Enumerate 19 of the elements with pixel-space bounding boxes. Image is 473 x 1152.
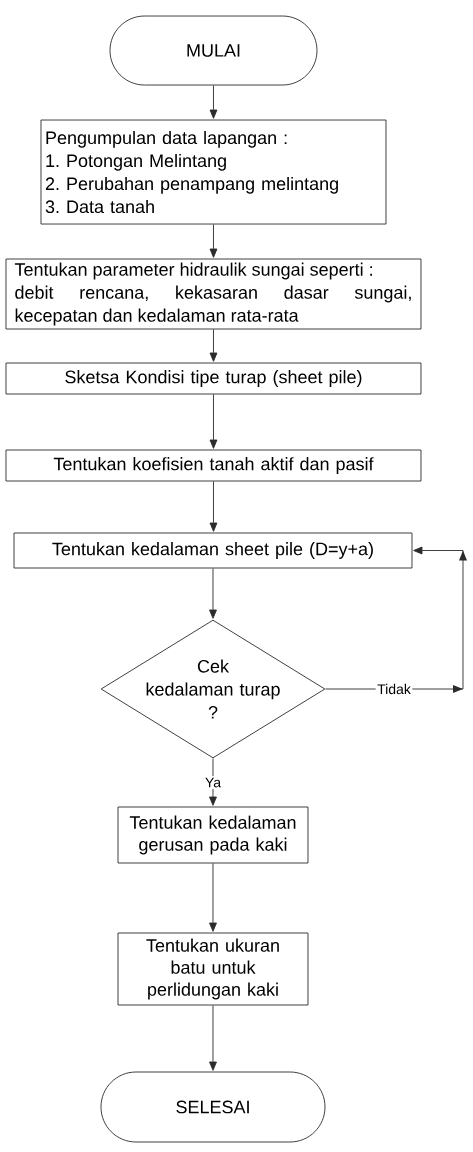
arrow (209, 85, 218, 119)
process-box: Tentukan ukuran batu untuk perlidungan kaki (117, 932, 309, 1006)
arrow (209, 1005, 217, 1071)
edge-label: Tidak (375, 682, 413, 696)
process-box: Pengumpulan data lapangan : 1. Potongan Melintang 2. Perubahan penampang melintang 3. Data tanah (40, 119, 387, 225)
arrow (325, 546, 467, 693)
arrow (209, 568, 217, 619)
arrow (209, 329, 218, 362)
arrow (209, 863, 217, 932)
arrow (209, 481, 218, 532)
process-box: Sketsa Kondisi tipe turap (sheet pile) (5, 362, 422, 395)
process-box: Tentukan kedalaman gerusan pada kaki (117, 806, 309, 864)
process-box: Tentukan parameter hidraulik sungai seperti : debit rencana, kekasaran dasar sungai, kecepatan dan kedalaman rata-rata (5, 258, 422, 330)
process-box: Tentukan koefisien tanah aktif dan pasif (5, 449, 422, 482)
arrow (209, 394, 218, 449)
arrow (209, 224, 218, 258)
arrow (209, 758, 217, 806)
process-box: Tentukan kedalaman sheet pile (D=y+a) (13, 532, 413, 569)
edge-label: Ya (203, 776, 223, 789)
